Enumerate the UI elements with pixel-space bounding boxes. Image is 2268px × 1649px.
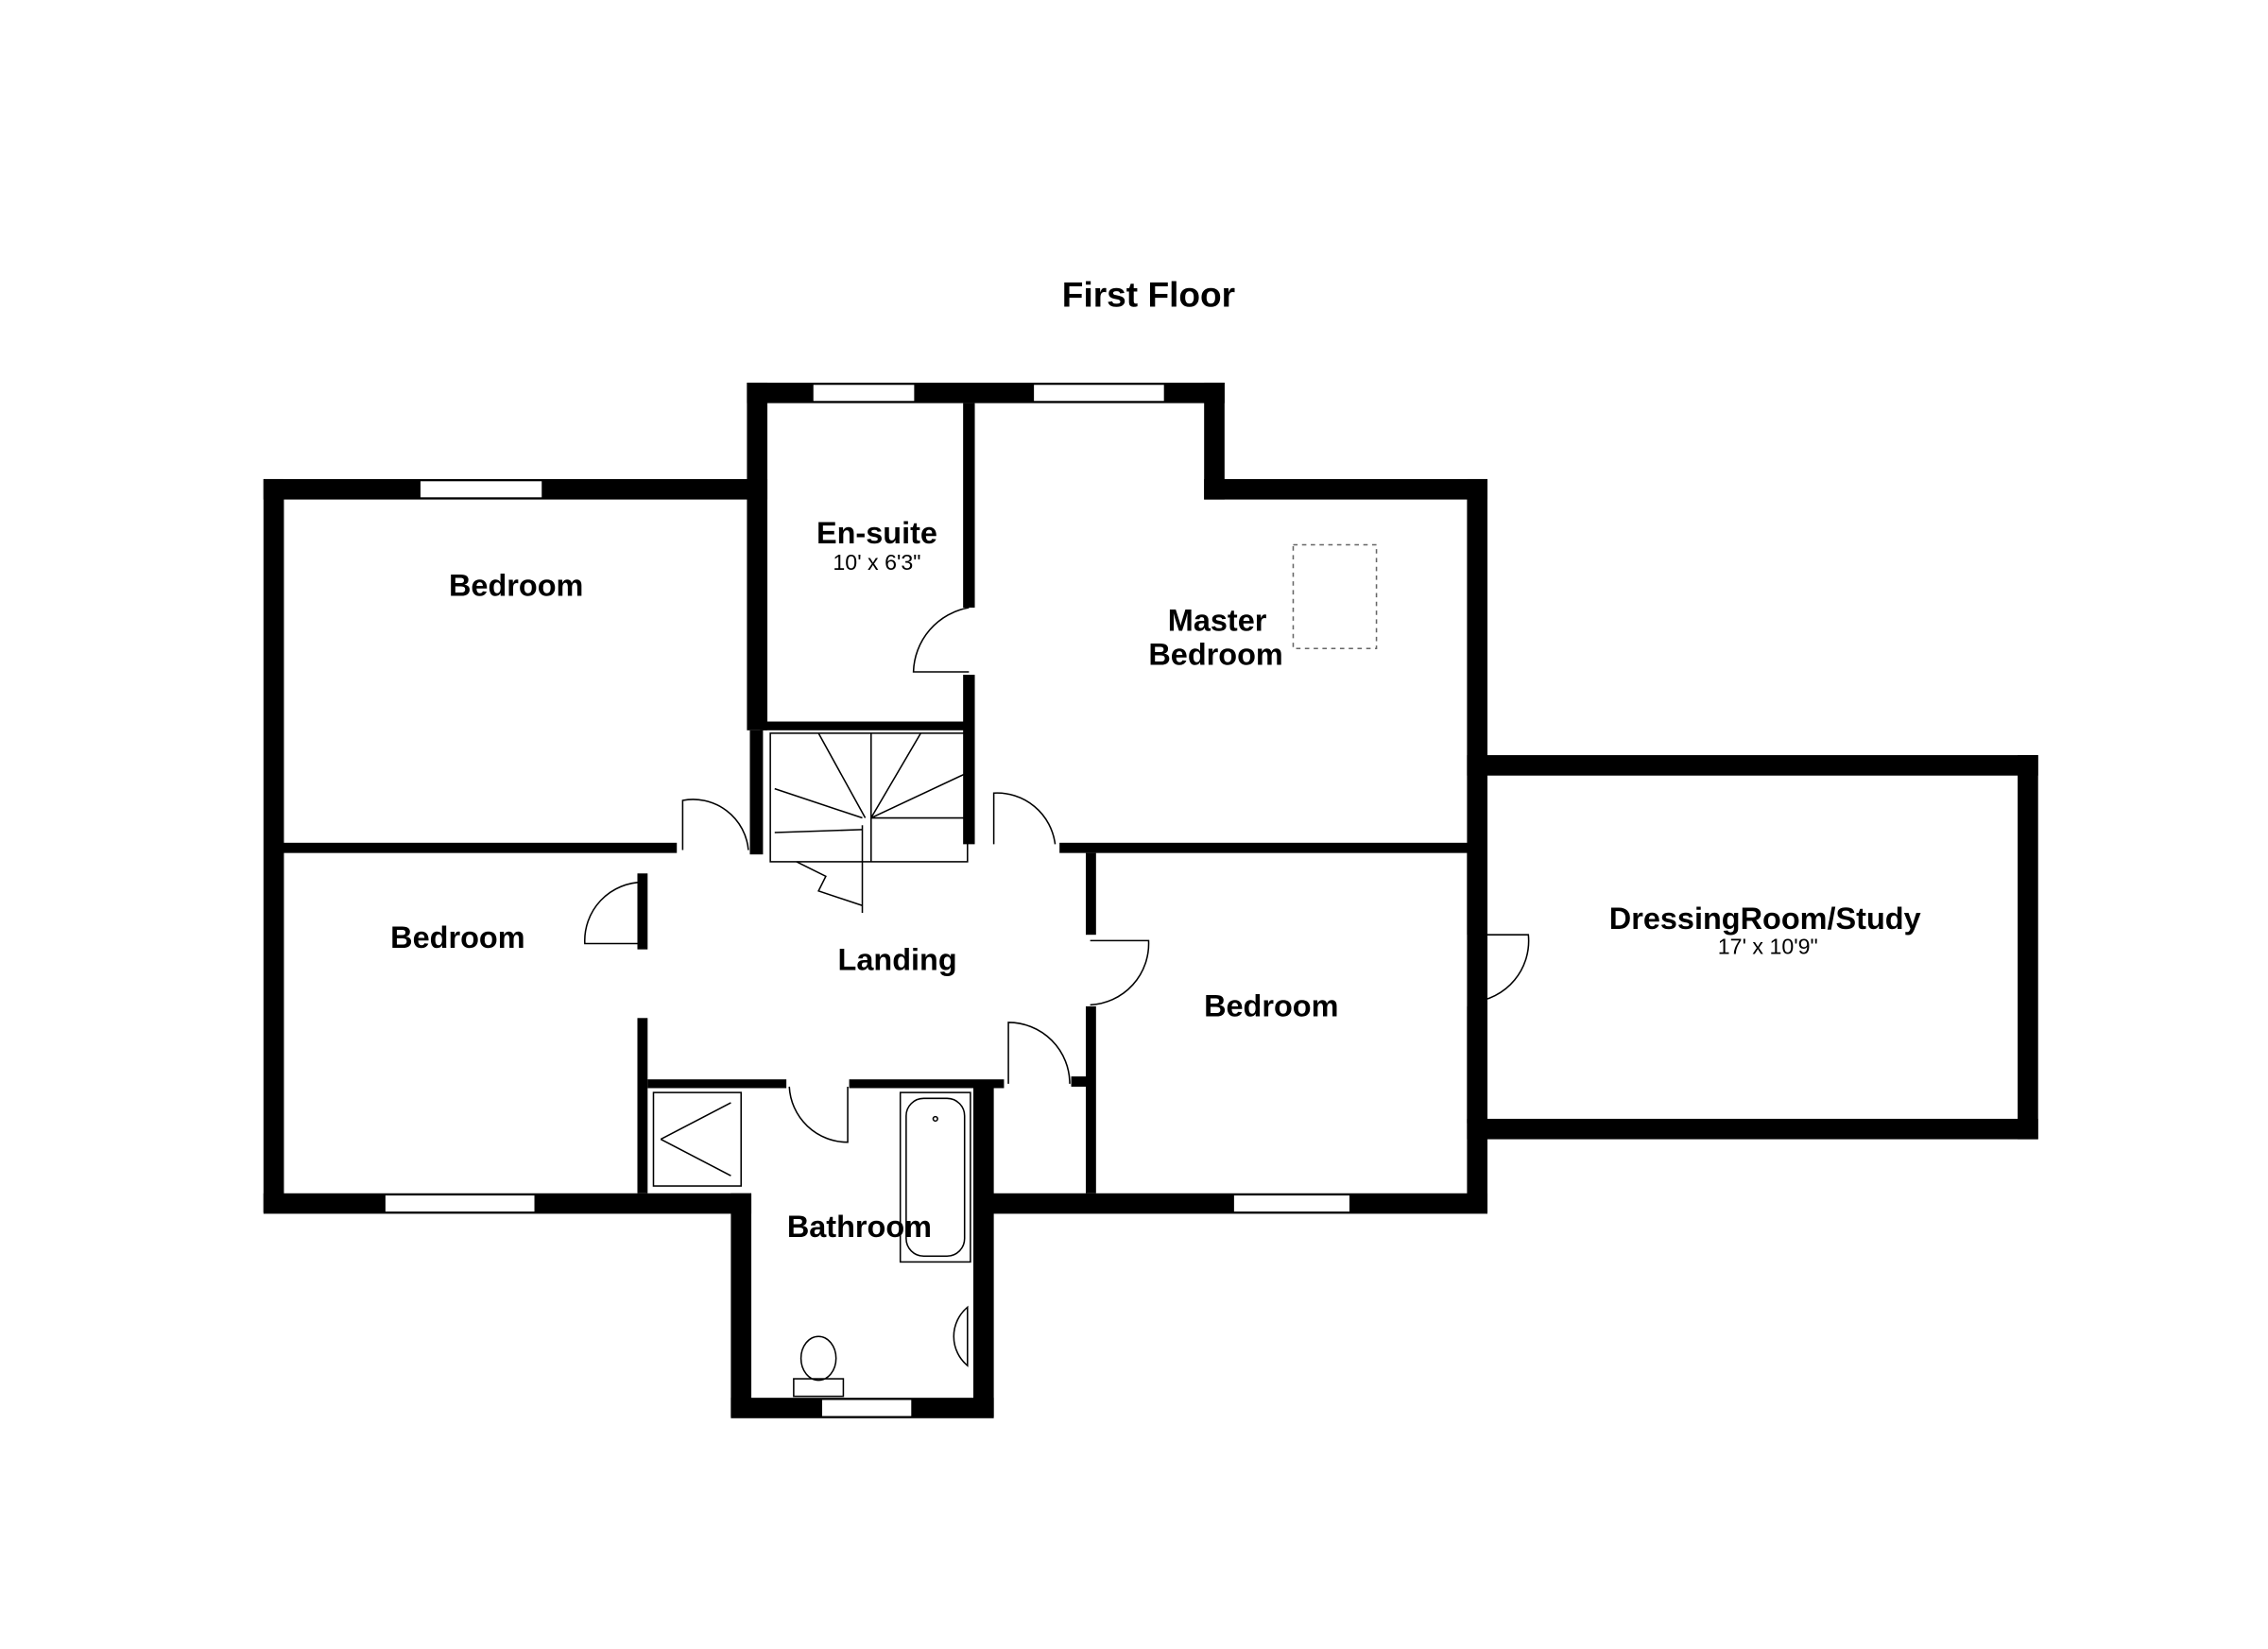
- toilet: [799, 1335, 837, 1382]
- room-labels: Bedroom En-suite 10' x 6'3" Master Bedro…: [390, 516, 1920, 1244]
- external-walls: [263, 382, 2038, 1418]
- windows: [384, 383, 1351, 1418]
- sink: [953, 1305, 969, 1367]
- doors: [584, 607, 1530, 1143]
- staircase: [769, 732, 969, 914]
- room-bedroom-e: Bedroom: [1204, 989, 1338, 1023]
- floor-title: First Floor: [1062, 275, 1235, 315]
- room-bathroom: Bathroom: [787, 1210, 932, 1244]
- bathtub: [899, 1091, 971, 1263]
- room-landing: Landing: [838, 942, 957, 976]
- room-master-line2: Bedroom: [1148, 637, 1282, 671]
- room-ensuite-size: 10' x 6'3": [833, 550, 920, 575]
- room-bedroom-nw: Bedroom: [449, 569, 583, 603]
- internal-walls: [281, 403, 1478, 1194]
- room-bedroom-w: Bedroom: [390, 920, 524, 954]
- room-master-line1: Master: [1168, 604, 1267, 638]
- room-dressing: DressingRoom/Study: [1609, 902, 1921, 936]
- bathroom-fixtures: [652, 1091, 971, 1398]
- room-dressing-size: 17' x 10'9": [1718, 934, 1818, 958]
- room-ensuite: En-suite: [816, 516, 937, 550]
- skylight: [1292, 543, 1378, 650]
